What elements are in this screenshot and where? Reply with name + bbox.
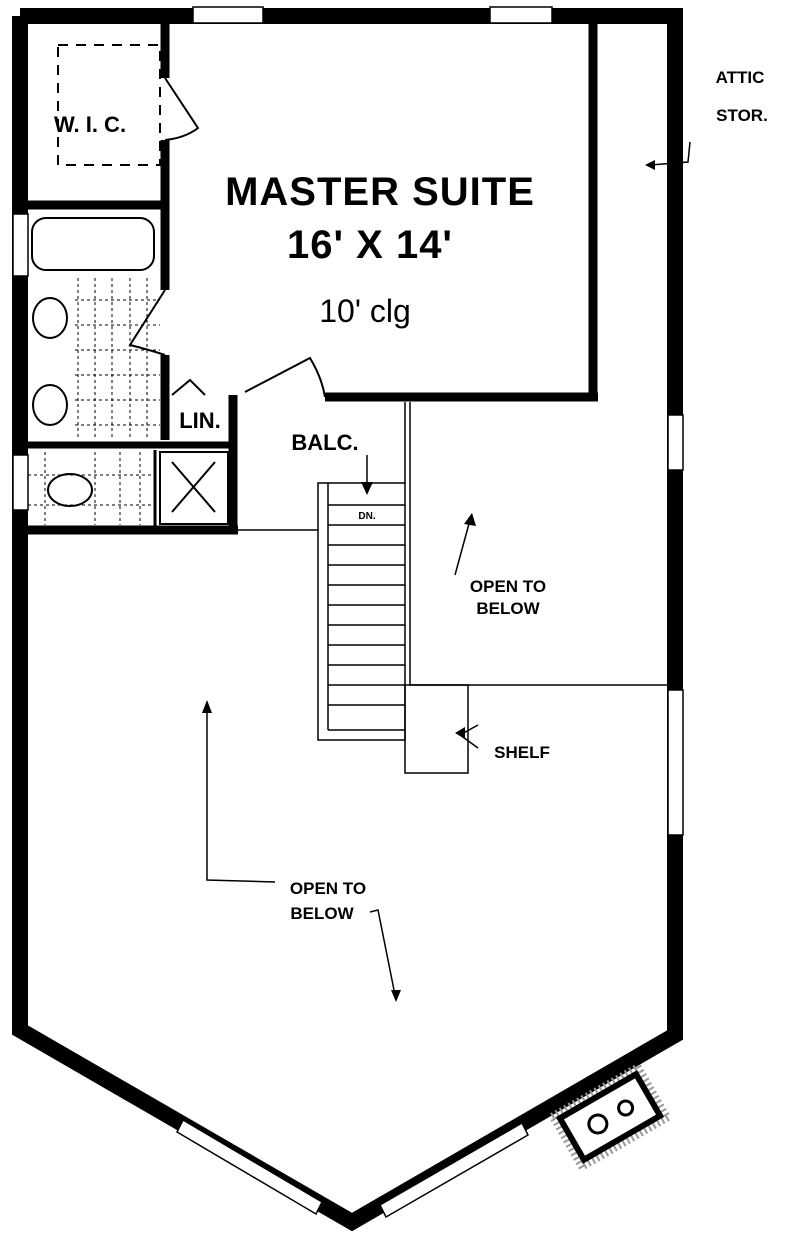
window-diag-right (379, 1121, 529, 1219)
linen-label: LIN. (179, 408, 221, 433)
master-suite-ceiling: 10' clg (319, 293, 411, 329)
shelf-label: SHELF (494, 743, 550, 762)
window-diag-left (176, 1118, 323, 1216)
window-top-left (192, 6, 264, 24)
balcony-label: BALC. (291, 430, 358, 455)
wic-label: W. I. C. (54, 112, 126, 137)
open-below-main-line2: BELOW (290, 904, 354, 923)
sink-lower (32, 384, 68, 426)
window-top-right (489, 6, 553, 24)
shower (159, 451, 229, 525)
windows (12, 6, 684, 1219)
bathtub (31, 217, 155, 271)
shelf-outline (404, 684, 469, 774)
open-area-outline (404, 402, 668, 774)
attic-label-line2: STOR. (716, 106, 768, 125)
arrowheads (202, 160, 655, 1002)
sink-upper (32, 297, 68, 339)
bath-fixtures (28, 217, 229, 525)
open-below-upper-line1: OPEN TO (470, 577, 546, 596)
stair-down-label: DN. (358, 511, 375, 522)
attic-label-line1: ATTIC (716, 68, 765, 87)
open-below-upper-line2: BELOW (476, 599, 540, 618)
master-suite-size: 16' X 14' (287, 223, 453, 267)
interior-walls (20, 16, 598, 535)
leader-arrows (206, 141, 691, 1001)
window-right-lower (667, 689, 684, 836)
window-bath-lower (12, 454, 29, 511)
stair (238, 482, 406, 741)
toilet (47, 473, 93, 507)
window-bath-upper (12, 213, 29, 277)
wic-shelf (57, 44, 161, 166)
open-below-main-line1: OPEN TO (290, 879, 366, 898)
master-suite-label: MASTER SUITE (225, 170, 535, 214)
window-right-upper (667, 414, 684, 471)
